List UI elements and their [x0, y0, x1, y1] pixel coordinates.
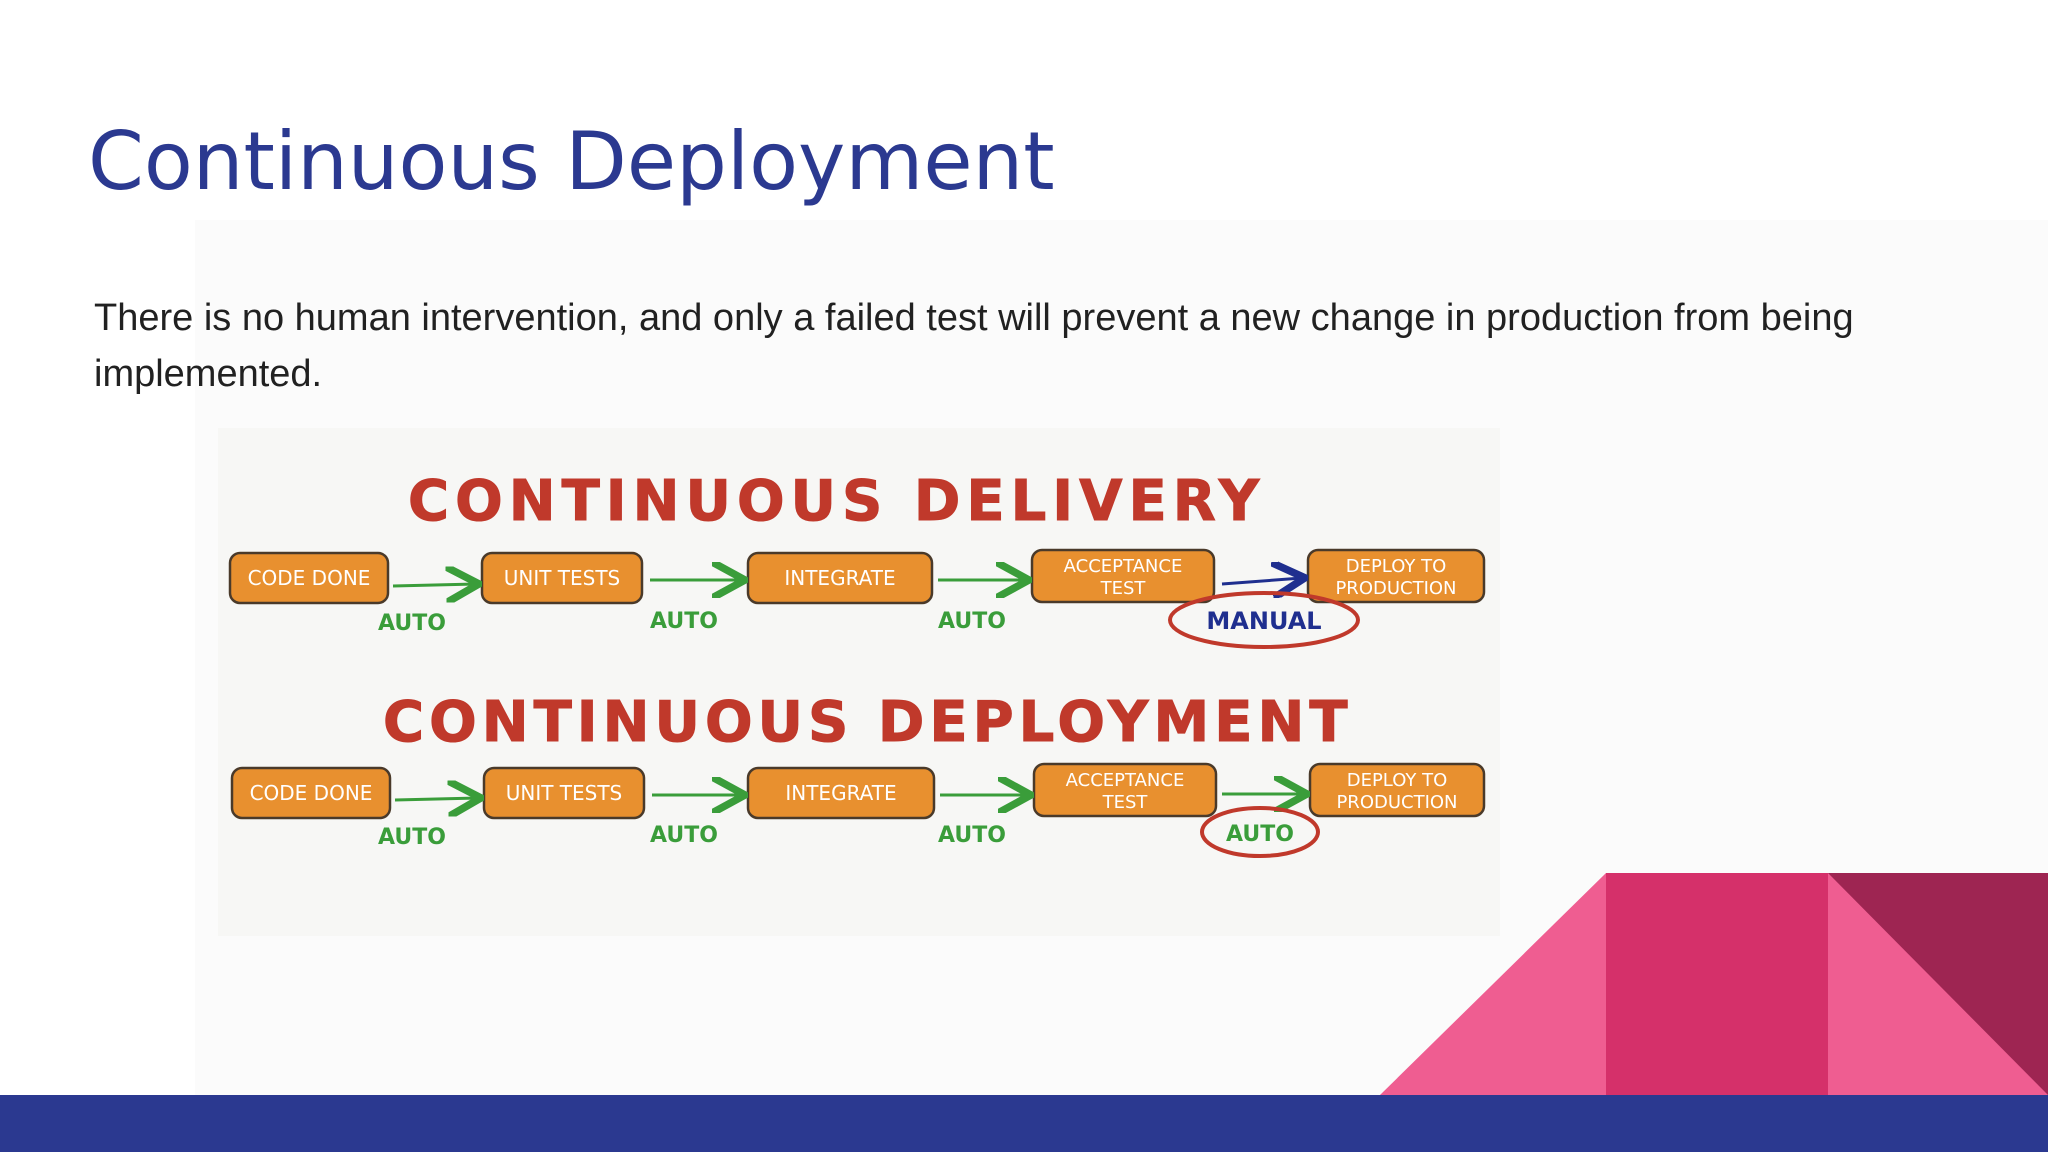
corner-decoration	[1380, 873, 2048, 1095]
deployment-step-integrate: INTEGRATE	[746, 766, 936, 820]
deployment-auto-final-label: AUTO	[1226, 822, 1294, 847]
deployment-step-label: INTEGRATE	[785, 781, 896, 805]
delivery-step-label: PRODUCTION	[1335, 578, 1456, 599]
delivery-step-integrate: INTEGRATE	[746, 551, 934, 605]
delivery-manual-label: MANUAL	[1206, 607, 1321, 635]
delivery-arrow-4	[1221, 578, 1302, 584]
delivery-heading: CONTINUOUS DELIVERY	[408, 469, 1265, 534]
slide-body-text: There is no human intervention, and only…	[94, 297, 1854, 395]
pipeline-diagram-svg: CONTINUOUS DELIVERY CODE DONE UNIT TESTS…	[228, 469, 1486, 858]
pipeline-diagram-image: CONTINUOUS DELIVERY CODE DONE UNIT TESTS…	[218, 428, 1500, 936]
deployment-step-label: CODE DONE	[250, 781, 373, 805]
delivery-step-label: ACCEPTANCE	[1064, 556, 1183, 577]
deployment-step-acceptance-test: ACCEPTANCE TEST	[1032, 762, 1218, 818]
deployment-step-code-done: CODE DONE	[230, 766, 392, 820]
dark-triangle-right	[1828, 873, 2048, 1095]
deployment-step-deploy-to-production: DEPLOY TO PRODUCTION	[1308, 762, 1486, 818]
deployment-arrow-1	[394, 798, 478, 800]
deployment-auto-label: AUTO	[378, 825, 446, 850]
delivery-step-label: DEPLOY TO	[1346, 556, 1447, 577]
deployment-auto-label: AUTO	[938, 823, 1006, 848]
delivery-arrow-1	[392, 584, 476, 586]
slide-title: Continuous Deployment	[88, 115, 1055, 208]
delivery-step-label: CODE DONE	[248, 566, 371, 590]
deployment-heading: CONTINUOUS DEPLOYMENT	[383, 690, 1353, 755]
auto-circle	[1200, 806, 1320, 858]
delivery-auto-label: AUTO	[378, 611, 446, 636]
pink-block-middle	[1606, 873, 1828, 1095]
delivery-step-code-done: CODE DONE	[228, 551, 390, 605]
manual-circle	[1168, 591, 1360, 649]
delivery-section: CONTINUOUS DELIVERY CODE DONE UNIT TESTS…	[228, 469, 1486, 649]
delivery-step-acceptance-test: ACCEPTANCE TEST	[1030, 548, 1216, 604]
delivery-step-label: UNIT TESTS	[504, 566, 621, 590]
deployment-step-label: PRODUCTION	[1336, 792, 1457, 813]
pink-triangle-left	[1380, 873, 1606, 1095]
delivery-step-label: TEST	[1100, 578, 1147, 599]
deployment-auto-label: AUTO	[650, 823, 718, 848]
deployment-step-label: TEST	[1102, 792, 1149, 813]
deployment-step-label: UNIT TESTS	[506, 781, 623, 805]
delivery-auto-label: AUTO	[650, 609, 718, 634]
deployment-section: CONTINUOUS DEPLOYMENT CODE DONE UNIT TES…	[230, 690, 1486, 858]
deployment-step-label: DEPLOY TO	[1347, 770, 1448, 791]
deployment-step-unit-tests: UNIT TESTS	[482, 766, 646, 820]
delivery-auto-label: AUTO	[938, 609, 1006, 634]
delivery-step-deploy-to-production: DEPLOY TO PRODUCTION	[1306, 548, 1486, 604]
deployment-step-label: ACCEPTANCE	[1066, 770, 1185, 791]
footer-bar	[0, 1095, 2048, 1152]
delivery-step-label: INTEGRATE	[784, 566, 895, 590]
delivery-step-unit-tests: UNIT TESTS	[480, 551, 644, 605]
